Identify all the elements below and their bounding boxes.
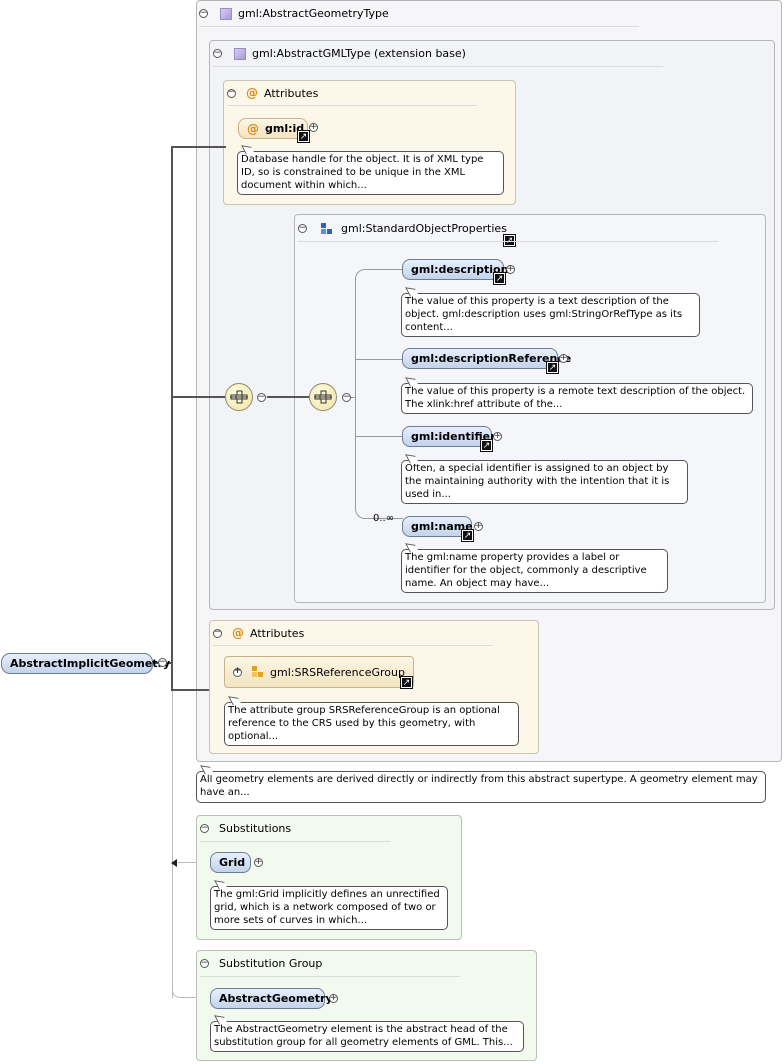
- expand-toggle-icon[interactable]: [559, 354, 568, 363]
- collapse-toggle-icon[interactable]: [200, 824, 209, 833]
- grid-element[interactable]: Grid: [210, 852, 251, 873]
- abstract-implicit-geometry-label: AbstractImplicitGeometry: [10, 657, 171, 670]
- gml-description-reference-label: gml:descriptionReference: [411, 352, 572, 365]
- attributes-inner-title: Attributes: [264, 86, 319, 100]
- connector-line: [355, 359, 403, 360]
- attributes-inner-header: @ Attributes: [227, 86, 318, 100]
- srs-reference-group-label: gml:SRSReferenceGroup: [270, 665, 405, 679]
- attributes-outer-header: @ Attributes: [213, 626, 304, 640]
- expand-toggle-icon[interactable]: [309, 123, 318, 132]
- connector-line: [171, 146, 226, 148]
- collapse-toggle-icon[interactable]: [213, 628, 222, 638]
- connector-line: [171, 689, 225, 691]
- substitution-group-title: Substitution Group: [219, 957, 323, 970]
- grid-label: Grid: [219, 856, 246, 869]
- attribute-icon: @: [246, 86, 258, 100]
- link-icon[interactable]: [297, 130, 310, 143]
- connector-line: [178, 862, 211, 863]
- attributes-outer-title: Attributes: [250, 626, 305, 640]
- substitutions-header: Substitutions: [200, 822, 291, 835]
- link-icon[interactable]: [461, 529, 474, 542]
- grid-description: The gml:Grid implicitly defines an unrec…: [210, 886, 448, 930]
- gml-id-description: Database handle for the object. It is of…: [237, 151, 504, 195]
- collapse-toggle-icon[interactable]: [158, 658, 167, 667]
- header-divider: [200, 976, 460, 977]
- collapse-toggle-icon[interactable]: [342, 393, 351, 402]
- link-icon[interactable]: [493, 272, 506, 285]
- gml-description-element[interactable]: gml:description: [402, 259, 508, 280]
- sequence-compositor-icon[interactable]: [309, 383, 337, 411]
- connector-line: [172, 691, 173, 998]
- gml-description-reference-description: The value of this property is a remote t…: [401, 383, 753, 414]
- collapse-toggle-icon[interactable]: [227, 88, 236, 98]
- abstract-geometry-label: AbstractGeometry: [219, 992, 333, 1005]
- expand-toggle-icon[interactable]: [506, 265, 515, 274]
- collapse-toggle-icon[interactable]: [298, 224, 307, 233]
- expand-toggle-icon[interactable]: [474, 522, 483, 531]
- collapse-toggle-icon[interactable]: [200, 959, 209, 968]
- connector-line: [351, 397, 356, 398]
- abstract-geometry-type-header: gml:AbstractGeometryType: [199, 7, 389, 20]
- link-icon[interactable]: [546, 361, 559, 374]
- srs-reference-group-description: The attribute group SRSReferenceGroup is…: [224, 702, 519, 746]
- gml-description-reference-element[interactable]: gml:descriptionReference: [402, 348, 571, 369]
- sequence-compositor-icon[interactable]: [225, 383, 253, 411]
- gml-identifier-element[interactable]: gml:identifier: [402, 426, 496, 447]
- expand-toggle-icon[interactable]: [493, 432, 502, 441]
- abstract-geometry-type-title: gml:AbstractGeometryType: [238, 7, 389, 20]
- substitutions-title: Substitutions: [219, 822, 292, 835]
- gml-id-label: gml:id: [265, 122, 305, 135]
- connector-line: [172, 988, 210, 998]
- collapse-toggle-icon[interactable]: [199, 9, 208, 18]
- connector-line: [355, 269, 403, 519]
- standard-object-properties-title: gml:StandardObjectProperties: [341, 222, 507, 235]
- connector-line: [355, 436, 403, 437]
- complex-type-icon: [220, 7, 232, 20]
- link-icon[interactable]: [480, 439, 493, 452]
- connector-line: [267, 396, 309, 398]
- header-divider: [200, 841, 390, 842]
- gml-identifier-label: gml:identifier: [411, 430, 496, 443]
- attribute-group-icon: [252, 666, 264, 678]
- gml-description-label: gml:description: [411, 263, 509, 276]
- standard-object-properties-header: gml:StandardObjectProperties: [298, 222, 507, 235]
- type-description: All geometry elements are derived direct…: [196, 771, 766, 803]
- link-icon[interactable]: [400, 676, 413, 689]
- abstract-geometry-description: The AbstractGeometry element is the abst…: [210, 1021, 524, 1052]
- header-divider: [213, 66, 663, 67]
- abstract-gml-type-title: gml:AbstractGMLType (extension base): [252, 47, 466, 60]
- connector-line: [171, 146, 173, 691]
- collapse-toggle-icon[interactable]: [257, 393, 266, 402]
- gml-name-label: gml:name: [411, 520, 473, 533]
- gml-id-attribute[interactable]: @ gml:id: [238, 118, 308, 139]
- complex-type-icon: [234, 47, 246, 60]
- substitution-group-header: Substitution Group: [200, 957, 322, 970]
- gml-name-element[interactable]: gml:name: [402, 516, 473, 537]
- gml-name-description: The gml:name property provides a label o…: [401, 549, 668, 593]
- attribute-icon: @: [232, 626, 244, 640]
- expand-toggle-icon[interactable]: [254, 858, 263, 867]
- expand-toggle-icon[interactable]: [329, 994, 338, 1003]
- abstract-gml-type-header: gml:AbstractGMLType (extension base): [213, 47, 466, 60]
- expand-toggle-icon[interactable]: [233, 667, 242, 677]
- connector-line: [171, 396, 225, 398]
- header-divider: [213, 645, 493, 646]
- link-icon[interactable]: [503, 234, 516, 247]
- header-divider: [199, 26, 639, 27]
- srs-reference-group[interactable]: gml:SRSReferenceGroup: [224, 656, 414, 688]
- collapse-toggle-icon[interactable]: [213, 49, 222, 58]
- gml-description-description: The value of this property is a text des…: [401, 293, 700, 337]
- cardinality-label: 0..∞: [373, 513, 395, 524]
- abstract-implicit-geometry-element[interactable]: AbstractImplicitGeometry: [1, 653, 170, 674]
- abstract-geometry-element[interactable]: AbstractGeometry: [210, 988, 333, 1009]
- arrow-icon: [171, 859, 177, 867]
- group-icon: [321, 222, 333, 235]
- header-divider: [298, 241, 718, 242]
- gml-identifier-description: Often, a special identifier is assigned …: [401, 460, 688, 504]
- attribute-icon: @: [247, 121, 259, 136]
- header-divider: [227, 105, 477, 106]
